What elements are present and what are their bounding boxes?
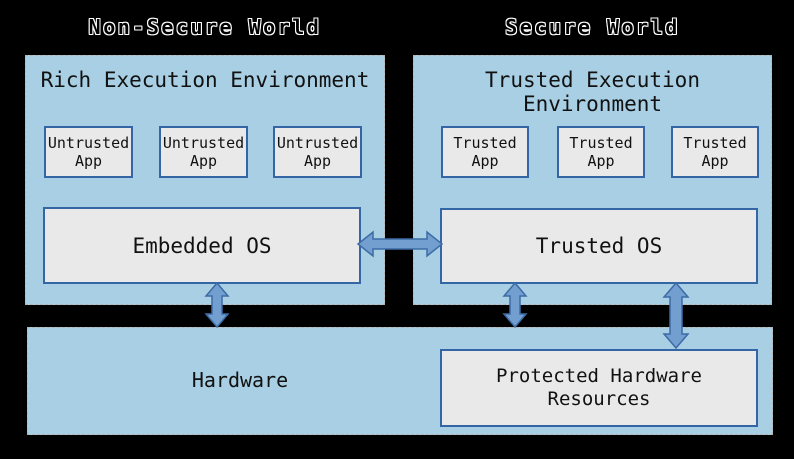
ree-header: Rich Execution Environment	[40, 68, 370, 92]
trusted-app-box-1: Trusted App	[441, 126, 529, 178]
protected-hardware-resources-label: Protected Hardware Resources	[496, 365, 702, 410]
non-secure-world-title: Non-Secure World	[88, 15, 322, 39]
untrusted-app-box-3: Untrusted App	[273, 126, 362, 178]
untrusted-app-label: Untrusted App	[276, 134, 359, 170]
embedded-os-box: Embedded OS	[43, 207, 361, 284]
untrusted-app-box-2: Untrusted App	[159, 126, 248, 178]
trusted-app-label: Trusted App	[683, 134, 747, 170]
protected-hardware-resources-box: Protected Hardware Resources	[440, 349, 758, 427]
untrusted-app-box-1: Untrusted App	[44, 126, 133, 178]
trusted-os-label: Trusted OS	[535, 234, 663, 258]
trusted-app-box-2: Trusted App	[557, 126, 645, 178]
trusted-app-label: Trusted App	[453, 134, 517, 170]
trusted-os-box: Trusted OS	[440, 208, 758, 284]
secure-world-title: Secure World	[505, 15, 680, 39]
trusted-app-box-3: Trusted App	[671, 126, 759, 178]
tee-header: Trusted Execution Environment	[485, 68, 700, 116]
trusted-execution-environment-container: Trusted Execution Environment Trusted Ap…	[413, 55, 772, 305]
untrusted-app-label: Untrusted App	[162, 134, 245, 170]
rich-execution-environment-container: Rich Execution Environment Untrusted App…	[25, 55, 385, 305]
trusted-app-label: Trusted App	[569, 134, 633, 170]
embedded-os-label: Embedded OS	[132, 233, 272, 258]
hardware-label: Hardware	[191, 368, 289, 392]
untrusted-app-label: Untrusted App	[47, 134, 130, 170]
hardware-container: Hardware Protected Hardware Resources	[27, 327, 773, 435]
